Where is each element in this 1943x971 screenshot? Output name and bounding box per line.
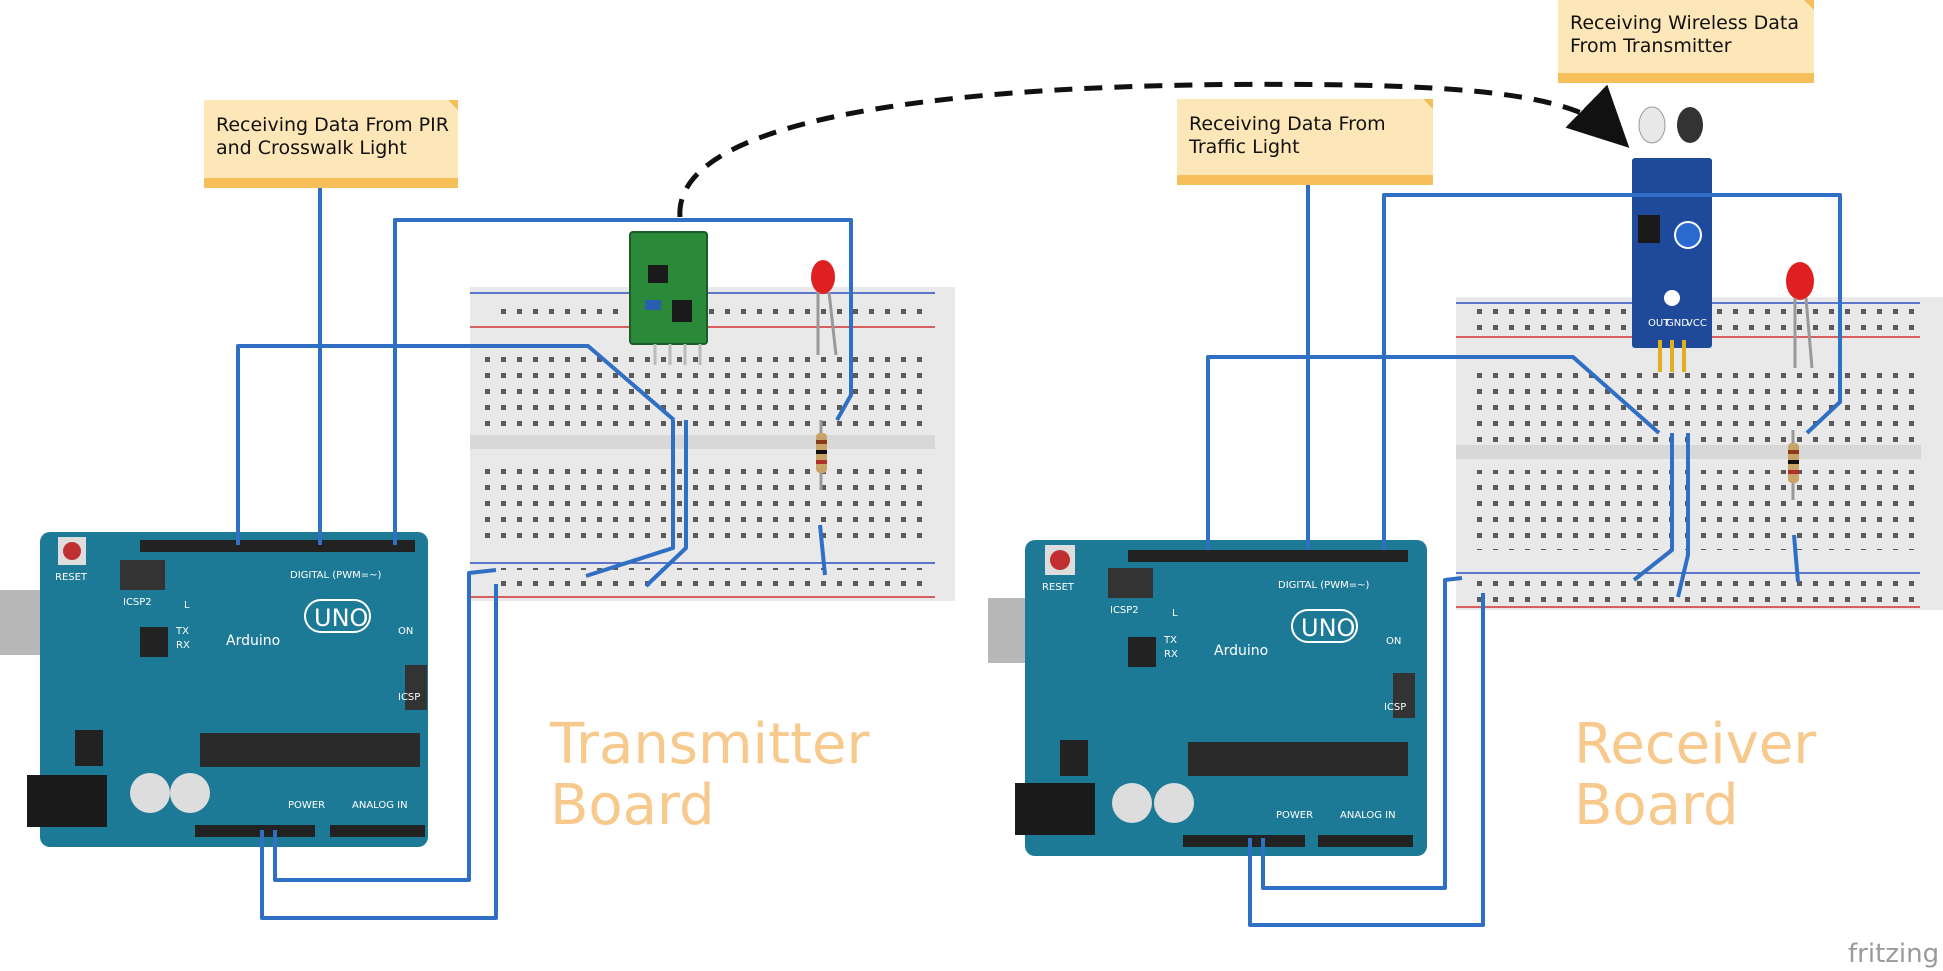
ir-receiver-module: OUT GND VCC xyxy=(1632,106,1712,372)
note-pir: Receiving Data From PIR and Crosswalk Li… xyxy=(204,100,458,188)
receiver-tx-label: TX xyxy=(1163,635,1177,646)
receiver-analog-label: ANALOG IN xyxy=(1340,810,1396,821)
transmitter-l-label: L xyxy=(184,600,190,611)
caption-transmitter-line1: Transmitter xyxy=(549,712,870,777)
transmitter-tx-label: TX xyxy=(175,626,189,637)
transmitter-on-label: ON xyxy=(398,626,413,637)
note-traffic: Receiving Data From Traffic Light xyxy=(1177,99,1433,185)
note-wireless-line2: From Transmitter xyxy=(1570,35,1732,57)
note-pir-line1: Receiving Data From PIR xyxy=(216,114,449,136)
wire-rx-resistor-gnd xyxy=(1792,534,1800,583)
caption-transmitter-line2: Board xyxy=(550,773,715,838)
wireless-link-arrow xyxy=(677,81,1630,218)
transmitter-rx-label: RX xyxy=(176,640,190,651)
transmitter-reset-label: RESET xyxy=(55,572,88,583)
transmitter-power-label: POWER xyxy=(288,800,325,811)
receiver-brand-label: Arduino xyxy=(1214,643,1268,659)
wire-rx-d1 xyxy=(1382,193,1842,550)
wire-tx-resistor-gnd xyxy=(818,524,827,576)
note-traffic-line2: Traffic Light xyxy=(1188,136,1300,158)
transmitter-icsp2-label: ICSP2 xyxy=(123,597,152,608)
note-pir-line2: and Crosswalk Light xyxy=(216,137,407,159)
receiver-rx-label: RX xyxy=(1164,649,1178,660)
wire-tx-d1 xyxy=(393,218,853,545)
sensor-out-label: OUT xyxy=(1648,318,1670,329)
sensor-gnd-label: GND xyxy=(1666,318,1689,329)
receiver-icsp-label: ICSP xyxy=(1384,702,1406,713)
receiver-l-label: L xyxy=(1172,608,1178,619)
note-wireless: Receiving Wireless Data From Transmitter xyxy=(1558,0,1814,83)
sensor-vcc-label: VCC xyxy=(1686,318,1707,329)
transmitter-icsp-label: ICSP xyxy=(398,692,420,703)
receiver-digital-label: DIGITAL (PWM=~) xyxy=(1278,580,1369,591)
transmitter-resistor xyxy=(816,420,827,490)
wire-rx-gnd-rail xyxy=(1632,433,1674,582)
wires xyxy=(236,185,1842,927)
transmitter-analog-label: ANALOG IN xyxy=(352,800,408,811)
receiver-led xyxy=(1786,262,1814,369)
wire-tx-gnd-rail xyxy=(585,420,675,578)
receiver-icsp2-label: ICSP2 xyxy=(1110,605,1139,616)
note-wireless-line1: Receiving Wireless Data xyxy=(1570,12,1799,34)
receiver-arduino: RESET ICSP2 DIGITAL (PWM=~) L TX RX ON I… xyxy=(988,540,1427,856)
transmitter-breadboard xyxy=(470,287,955,601)
receiver-resistor xyxy=(1788,430,1799,500)
transmitter-arduino: RESET ICSP2 DIGITAL (PWM=~) L TX RX ON I… xyxy=(0,532,428,847)
transmitter-led xyxy=(811,260,838,356)
wire-rx-d12 xyxy=(1206,355,1661,550)
transmitter-digital-label: DIGITAL (PWM=~) xyxy=(290,570,381,581)
wire-rx-gnd xyxy=(1248,593,1485,927)
wire-tx-d11 xyxy=(236,344,676,545)
wire-tx-data xyxy=(644,420,688,588)
receiver-on-label: ON xyxy=(1386,636,1401,647)
fritzing-watermark: fritzing xyxy=(1848,939,1939,969)
wire-tx-5v xyxy=(273,568,497,882)
receiver-reset-label: RESET xyxy=(1042,582,1075,593)
transmitter-brand-label: Arduino xyxy=(226,633,280,649)
wire-rx-5v xyxy=(1261,576,1463,890)
caption-receiver-line2: Board xyxy=(1574,773,1739,838)
transmitter-model-label: UNO xyxy=(314,604,368,632)
note-traffic-line1: Receiving Data From xyxy=(1189,113,1386,135)
caption-receiver-line1: Receiver xyxy=(1574,712,1817,777)
rf-transmitter-module xyxy=(629,231,708,365)
receiver-power-label: POWER xyxy=(1276,810,1313,821)
wire-rx-vcc xyxy=(1676,433,1690,598)
receiver-model-label: UNO xyxy=(1301,614,1355,642)
wire-tx-gnd xyxy=(260,584,498,920)
